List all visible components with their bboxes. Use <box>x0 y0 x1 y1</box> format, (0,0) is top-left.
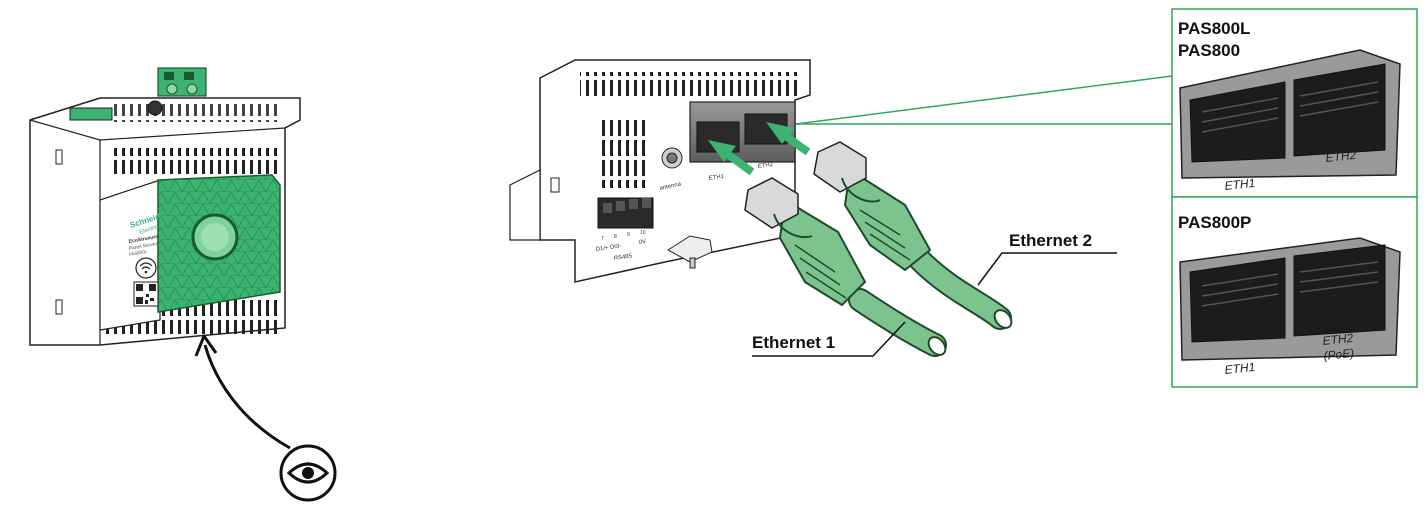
callout-ethernet-1: Ethernet 1 <box>752 321 906 357</box>
product-name: EcoStruxure <box>128 234 159 245</box>
green-front-cover <box>157 174 281 313</box>
variant-title-line: PAS800 <box>1178 41 1240 60</box>
terminal-signals: D1/+ D0/- <box>595 243 621 253</box>
variant-title-line: PAS800L <box>1178 19 1250 38</box>
insert-arrow-eth2 <box>766 122 811 156</box>
ethernet-2-label: Ethernet 2 <box>1009 231 1092 250</box>
terminal-number: 9 <box>627 232 630 238</box>
variant-eth1-label: ETH1 <box>1224 176 1256 193</box>
rs485-terminal <box>597 197 654 229</box>
variant-eth2-port <box>1293 244 1386 337</box>
callout-ethernet-2: Ethernet 2 <box>977 231 1117 286</box>
wifi-icon <box>135 257 157 279</box>
panel-server-device-front: Schneider Electric EcoStruxure Panel Ser… <box>29 67 301 346</box>
eth2-port-label: ETH2 <box>757 162 774 170</box>
terminal-number: 8 <box>614 234 617 240</box>
variant-panel-pas800p: PAS800P ETH1 ETH2 (PoE) <box>1171 196 1418 388</box>
brand-logo-sub: Electric <box>139 224 160 236</box>
panel-server-device-ports: antenna ETH1 ETH2 7 8 9 10 D1/+ D0/- 0V … <box>509 59 811 283</box>
variant-eth2-port <box>1293 63 1386 157</box>
view-direction-arrow <box>194 334 291 450</box>
rs485-label: RS485 <box>613 253 633 262</box>
variant-title-line: PAS800P <box>1178 213 1251 232</box>
antenna-label: antenna <box>659 181 682 192</box>
terminal-number: 7 <box>601 236 604 242</box>
rj45-clip <box>667 235 713 269</box>
antenna-connector <box>661 147 683 169</box>
terminal-0v: 0V <box>638 239 646 246</box>
product-subname: Panel Server <box>128 241 158 252</box>
zoom-connector-lines <box>795 75 1173 125</box>
ethernet-1-label: Ethernet 1 <box>752 333 835 352</box>
variant-eth2-label: ETH2 <box>1325 148 1357 165</box>
variant-panel-pas800: PAS800L PAS800 ETH1 ETH2 <box>1171 8 1418 198</box>
variant-eth1-port <box>1189 81 1286 163</box>
variant-eth1-label: ETH1 <box>1224 360 1256 377</box>
qr-code-icon <box>133 281 159 307</box>
eye-icon <box>279 444 337 502</box>
power-terminal-block <box>157 67 207 97</box>
eth1-port-label: ETH1 <box>708 174 725 182</box>
terminal-number: 10 <box>640 230 646 236</box>
ethernet-cable-2 <box>813 141 1013 330</box>
variant-eth2-label: ETH2 <box>1322 331 1354 348</box>
product-model: PAS800L <box>128 249 148 257</box>
insert-arrow-eth1 <box>708 140 755 176</box>
variant-eth2-poe-label: (PoE) <box>1323 346 1355 363</box>
